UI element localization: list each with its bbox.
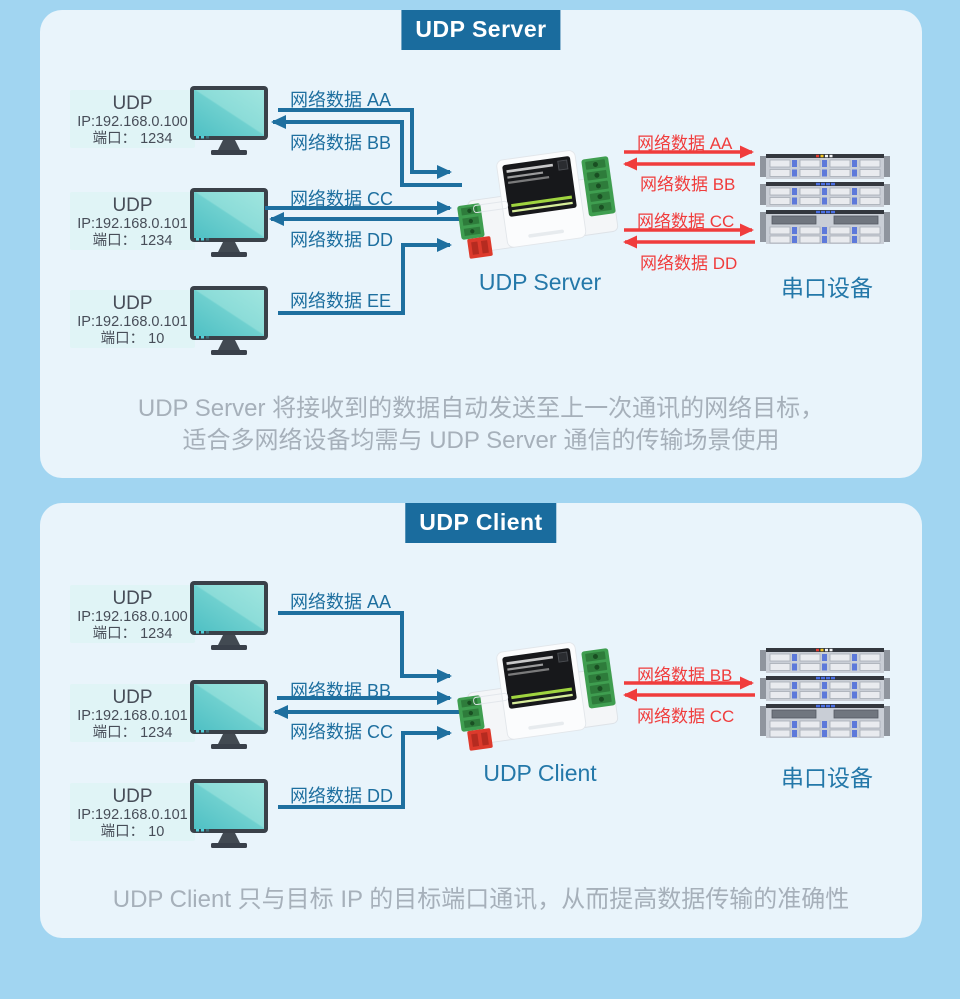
- computer-port: 端口： 1234: [92, 725, 173, 741]
- caption-line-1: UDP Client 只与目标 IP 的目标端口通讯，从而提高数据传输的准确性: [112, 886, 850, 913]
- computer-ip: IP:192.168.0.101: [77, 216, 188, 232]
- flow-label-dd: 网络数据 DD: [290, 786, 393, 806]
- device-mode-label: UDP Client: [483, 760, 597, 786]
- rack-server-icon: [760, 154, 890, 244]
- monitor-icon: [190, 286, 268, 355]
- serial-converter-icon: [457, 642, 619, 751]
- terminal-block-left: [457, 203, 485, 240]
- caption-line-1: UDP Server 将接收到的数据自动发送至上一次通讯的网络目标，: [137, 395, 825, 422]
- computer-ip: IP:192.168.0.100: [77, 609, 188, 625]
- serial-flow-label-cc: 网络数据 CC: [637, 212, 735, 231]
- rack-server-icon: [760, 648, 890, 738]
- serial-flow-label-bb: 网络数据 BB: [637, 666, 733, 685]
- flow-label-bb: 网络数据 BB: [290, 681, 392, 701]
- rack-unit-2: [760, 182, 890, 207]
- rack-unit-3: [760, 210, 890, 244]
- udp-server-panel: UDP Server UDP IP:192.168.0.100 端口： 1234…: [40, 10, 922, 478]
- computer-port: 端口： 1234: [92, 626, 173, 642]
- serial-converter-icon: [457, 150, 619, 259]
- computer-name: UDP: [112, 293, 153, 314]
- computer-name: UDP: [112, 786, 153, 807]
- computer-label-box-3: UDP IP:192.168.0.101 端口： 10: [70, 783, 195, 841]
- computer-ip: IP:192.168.0.101: [77, 314, 188, 330]
- flow-label-aa: 网络数据 AA: [290, 592, 392, 612]
- serial-flow-label-aa: 网络数据 AA: [637, 134, 733, 153]
- power-connector: [467, 236, 493, 259]
- computer-port: 端口： 1234: [92, 131, 173, 147]
- computer-ip: IP:192.168.0.101: [77, 708, 188, 724]
- flow-arrows-svg: [273, 611, 755, 809]
- computer-name: UDP: [112, 588, 153, 609]
- panel-caption: UDP Client 只与目标 IP 的目标端口通讯，从而提高数据传输的准确性: [40, 884, 922, 916]
- flow-label-cc: 网络数据 CC: [290, 722, 393, 742]
- udp-server-panel-title: UDP Server: [401, 10, 561, 50]
- terminal-block-right: [581, 156, 616, 217]
- udp-client-panel: UDP Client UDP IP:192.168.0.100 端口： 1234…: [40, 503, 922, 938]
- computer-port: 端口： 10: [100, 331, 165, 347]
- computer-port: 端口： 1234: [92, 233, 173, 249]
- device-mode-label: UDP Server: [478, 269, 602, 295]
- arrow-aa-to-device: [278, 108, 452, 179]
- monitor-icon: [190, 581, 268, 650]
- computer-label-box-1: UDP IP:192.168.0.100 端口： 1234: [70, 90, 195, 148]
- flow-label-ee: 网络数据 EE: [290, 291, 392, 311]
- computer-label-box-3: UDP IP:192.168.0.101 端口： 10: [70, 290, 195, 348]
- computer-ip: IP:192.168.0.100: [77, 114, 188, 130]
- monitor-icon: [190, 779, 268, 848]
- computer-label-box-2: UDP IP:192.168.0.101 端口： 1234: [70, 192, 195, 250]
- arrow-ee-to-device: [278, 238, 452, 315]
- serial-flow-label-cc: 网络数据 CC: [637, 707, 735, 726]
- serial-flow-label-dd: 网络数据 DD: [640, 254, 738, 273]
- terminal-block-right: [581, 648, 616, 709]
- udp-client-panel-title: UDP Client: [405, 503, 557, 543]
- flow-label-aa: 网络数据 AA: [290, 90, 392, 110]
- rack-unit-2: [760, 676, 890, 701]
- computer-port: 端口： 10: [100, 824, 165, 840]
- computer-name: UDP: [112, 195, 153, 216]
- computer-label-box-1: UDP IP:192.168.0.100 端口： 1234: [70, 585, 195, 643]
- monitor-icon: [190, 86, 268, 155]
- monitor-icon: [190, 188, 268, 257]
- monitor-icon: [190, 680, 268, 749]
- rack-unit-1: [760, 648, 890, 673]
- serial-device-label: 串口设备: [781, 765, 873, 791]
- power-connector: [467, 728, 493, 751]
- serial-flow-label-bb: 网络数据 BB: [640, 175, 736, 194]
- serial-device-label: 串口设备: [781, 275, 873, 301]
- rack-unit-1: [760, 154, 890, 179]
- flow-label-dd: 网络数据 DD: [290, 230, 393, 250]
- computer-name: UDP: [112, 93, 153, 114]
- rack-unit-3: [760, 704, 890, 738]
- arrow-bb-to-computer1: [271, 115, 462, 187]
- flow-label-bb: 网络数据 BB: [290, 133, 392, 153]
- terminal-block-left: [457, 695, 485, 732]
- computer-label-box-2: UDP IP:192.168.0.101 端口： 1234: [70, 684, 195, 742]
- flow-arrows-svg: [265, 108, 755, 315]
- computer-name: UDP: [112, 687, 153, 708]
- flow-label-cc: 网络数据 CC: [290, 189, 393, 209]
- arrow-dd-to-device: [278, 726, 452, 809]
- arrow-aa-to-device: [278, 611, 452, 683]
- computer-ip: IP:192.168.0.101: [77, 807, 188, 823]
- panel-caption: UDP Server 将接收到的数据自动发送至上一次通讯的网络目标， 适合多网络…: [40, 393, 922, 457]
- caption-line-2: 适合多网络设备均需与 UDP Server 通信的传输场景使用: [182, 427, 780, 454]
